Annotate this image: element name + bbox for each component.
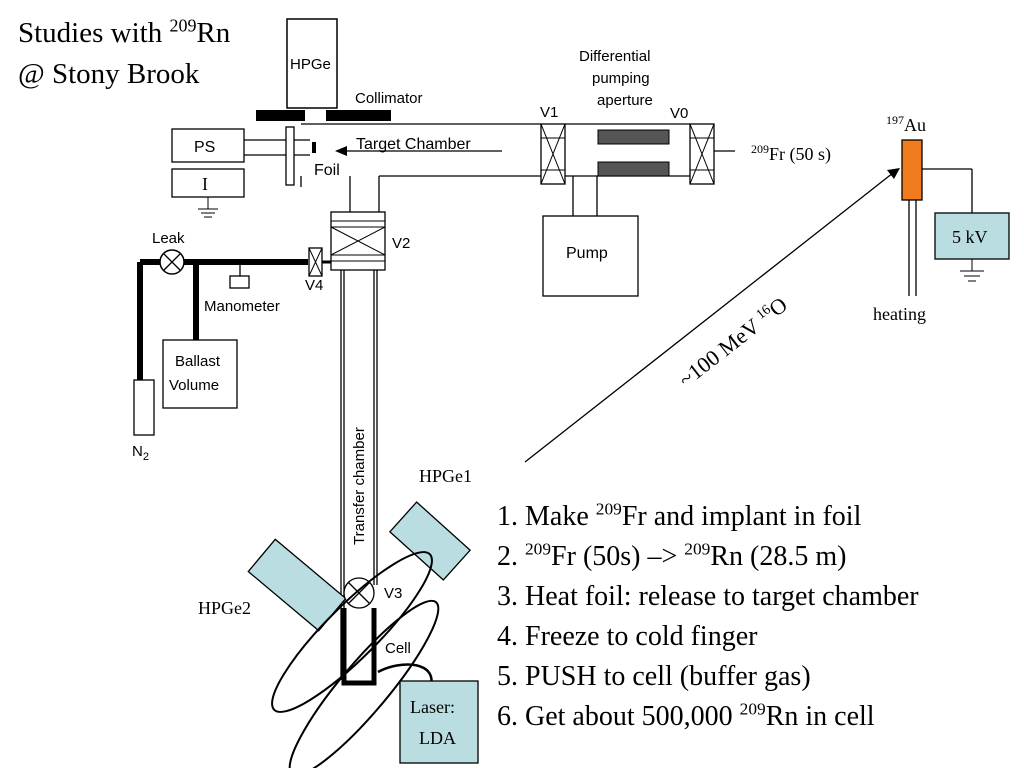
collimator-right	[326, 110, 391, 121]
step-2-mid: Fr (50s) –>	[551, 541, 685, 572]
hpge-top-detector	[286, 18, 338, 109]
title-prefix: Studies with	[18, 17, 170, 49]
step-1-sup: 209	[595, 499, 622, 519]
heating-label: heating	[873, 304, 926, 324]
current-meter-box	[171, 168, 245, 198]
fr-beam-label: 209Fr (50 s)	[751, 142, 831, 165]
step-6: 6. Get about 500,000 209Rn in cell	[497, 697, 919, 737]
step-4-text: 4. Freeze to cold finger	[497, 621, 758, 652]
valve-v2-label: V2	[392, 235, 410, 252]
cell-label: Cell	[385, 640, 411, 657]
n2-label-text: N	[132, 443, 143, 460]
leak-label: Leak	[152, 230, 185, 247]
coil-upper	[271, 551, 433, 713]
step-5-text: 5. PUSH to cell (buffer gas)	[497, 661, 811, 692]
ballast-label-2: Volume	[169, 377, 219, 394]
coil-lower	[288, 599, 440, 768]
foil-holder	[285, 126, 295, 186]
step-6-mid: Rn in cell	[765, 701, 875, 732]
ballast-volume-box	[162, 339, 238, 409]
n2-cylinder	[133, 379, 155, 436]
step-3: 3. Heat foil: release to target chamber	[497, 577, 919, 617]
step-6-pre: 6. Get about 500,000	[497, 701, 740, 732]
slide-title: Studies with 209Rn	[18, 15, 231, 50]
aperture-label-3: aperture	[597, 92, 653, 109]
aperture-top	[597, 129, 670, 145]
title-suffix: Rn	[196, 17, 231, 49]
step-1: 1. Make 209Fr and implant in foil	[497, 497, 919, 537]
hpge2-label: HPGe2	[198, 598, 251, 618]
manometer-box	[229, 275, 250, 289]
ballast-label-1: Ballast	[175, 353, 221, 370]
pump-box	[542, 215, 639, 297]
laser-label-1: Laser:	[410, 697, 455, 717]
current-meter-label: I	[202, 174, 208, 194]
hpge1-detector	[388, 501, 472, 581]
valve-v1-label: V1	[540, 104, 558, 121]
o16-beam-arrowhead	[887, 168, 900, 179]
hpge1-label: HPGe1	[419, 466, 472, 486]
collimator-left	[256, 110, 305, 121]
aperture-label-2: pumping	[592, 70, 650, 87]
valve-v2	[330, 211, 386, 271]
o16-beam-label: ~100 MeV 16O	[674, 292, 792, 392]
o16-beam-energy: ~100 MeV	[674, 310, 769, 392]
step-2-sup-1: 209	[525, 539, 552, 559]
laser-label-2: LDA	[419, 728, 456, 748]
step-2: 2. 209Fr (50s) –> 209Rn (28.5 m)	[497, 537, 919, 577]
power-supply-box	[171, 128, 245, 163]
step-3-text: 3. Heat foil: release to target chamber	[497, 581, 919, 612]
collimator-label: Collimator	[355, 90, 423, 107]
fr-beam-mass: 209	[751, 142, 769, 156]
aperture-label-1: Differential	[579, 48, 650, 65]
au-target-label: 197Au	[886, 113, 926, 135]
n2-label: N2	[132, 443, 149, 463]
step-1-mid: Fr and implant in foil	[621, 501, 862, 532]
hpge-top-label: HPGe	[290, 56, 331, 73]
foil-label: Foil	[314, 162, 340, 179]
power-supply-label: PS	[194, 139, 215, 156]
valve-v3-label: V3	[384, 585, 402, 602]
step-1-pre: 1. Make	[497, 501, 596, 532]
au-target-mass: 197	[886, 113, 904, 127]
target-chamber-label: Target Chamber	[356, 136, 471, 153]
step-4: 4. Freeze to cold finger	[497, 617, 919, 657]
step-2-pre: 2.	[497, 541, 525, 572]
valve-v0	[689, 123, 715, 185]
slide-subtitle: @ Stony Brook	[18, 58, 200, 90]
step-2-sup-2: 209	[684, 539, 711, 559]
aperture-bottom	[597, 161, 670, 177]
laser-lda-box	[399, 680, 479, 764]
transfer-chamber-label: Transfer chamber	[351, 427, 368, 545]
step-5: 5. PUSH to cell (buffer gas)	[497, 657, 919, 697]
au-target	[901, 139, 923, 201]
valve-v0-label: V0	[670, 105, 688, 122]
step-2-post: Rn (28.5 m)	[710, 541, 847, 572]
o16-beam-line	[524, 172, 894, 463]
valve-v1	[540, 123, 566, 185]
step-6-sup: 209	[739, 699, 766, 719]
valve-v4	[308, 247, 323, 277]
valve-v4-label: V4	[305, 277, 323, 294]
n2-label-subscript: 2	[143, 451, 149, 463]
pump-label: Pump	[566, 245, 608, 262]
manometer-label: Manometer	[204, 298, 280, 315]
au-target-element: Au	[904, 115, 926, 135]
high-voltage-label: 5 kV	[952, 227, 988, 247]
fr-beam-text: Fr (50 s)	[769, 144, 831, 165]
title-superscript: 209	[169, 15, 197, 36]
procedure-steps: 1. Make 209Fr and implant in foil 2. 209…	[497, 497, 919, 737]
